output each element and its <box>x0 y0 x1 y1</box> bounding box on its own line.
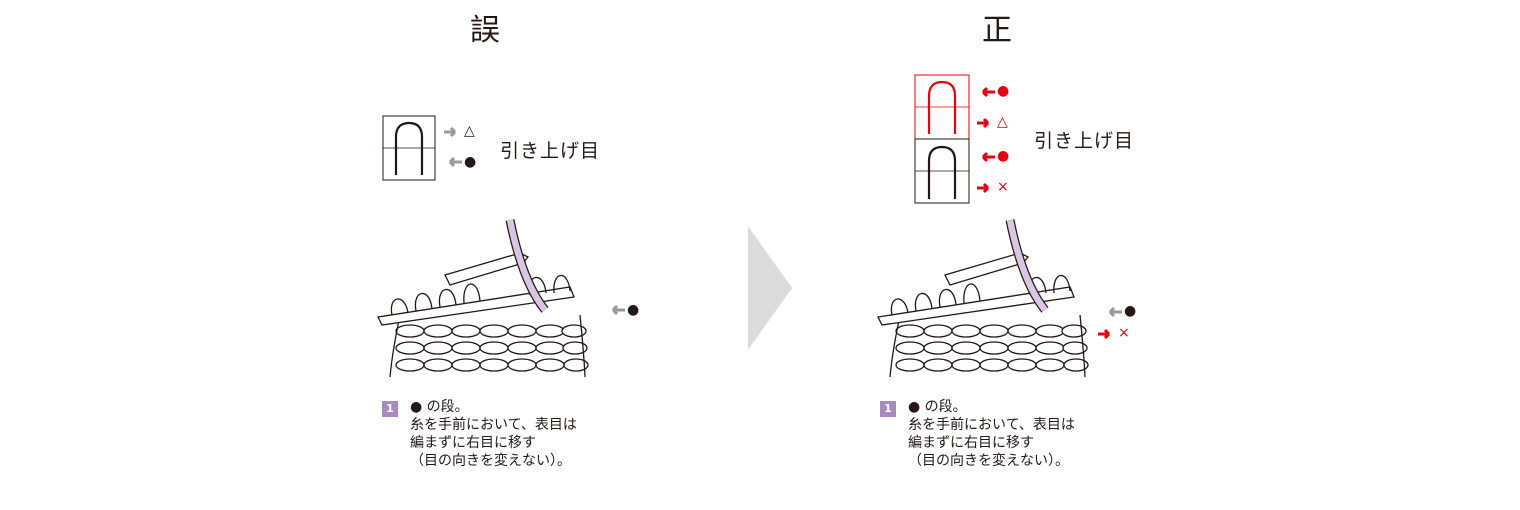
correct-marker-cross: × <box>997 179 1009 195</box>
arrow-icon <box>981 151 995 163</box>
correct-symbol-chart <box>914 74 970 204</box>
correct-step-number: 1 <box>880 401 896 417</box>
caption-line: （目の向きを変えない）。 <box>908 453 1069 469</box>
wrong-caption: ● の段。 糸を手前において、表目は 編まずに右目に移す （目の向きを変えない）… <box>410 398 577 470</box>
arrow-icon <box>448 156 462 168</box>
arrow-icon <box>611 304 625 316</box>
correct-knitting-illustration <box>877 219 1089 378</box>
correct-illustration-marker-cross: × <box>1118 325 1130 341</box>
caption-line: 糸を手前において、表目は <box>410 417 577 433</box>
wrong-symbol-chart <box>382 115 436 181</box>
chevron-right-icon <box>748 226 792 350</box>
wrong-heading: 誤 <box>470 13 500 48</box>
wrong-marker-triangle: △ <box>464 123 475 139</box>
correct-caption: ● の段。 糸を手前において、表目は 編まずに右目に移す （目の向きを変えない）… <box>908 398 1075 470</box>
wrong-marker-dot: ● <box>464 154 477 170</box>
caption-line: （目の向きを変えない）。 <box>410 453 571 469</box>
caption-line: 編まずに右目に移す <box>410 435 536 451</box>
wrong-symbol-label: 引き上げ目 <box>500 140 601 162</box>
correct-illustration-marker-dot: ● <box>1124 303 1137 319</box>
correct-symbol-label: 引き上げ目 <box>1034 130 1135 152</box>
pull-up-stitch-symbol <box>394 121 424 175</box>
wrong-illustration-marker-dot: ● <box>627 302 640 318</box>
pull-up-stitch-symbol <box>927 145 957 199</box>
correct-marker-dot-2: ● <box>997 148 1010 164</box>
wrong-knitting-illustration <box>377 219 589 378</box>
caption-line: ● の段。 <box>410 399 469 415</box>
arrow-icon <box>1108 306 1122 318</box>
arrow-icon <box>981 86 995 98</box>
correct-marker-dot-1: ● <box>997 83 1010 99</box>
caption-line: 編まずに右目に移す <box>908 435 1034 451</box>
pull-up-stitch-symbol-red <box>927 80 957 134</box>
wrong-step-number: 1 <box>382 401 398 417</box>
arrow-icon <box>977 117 990 129</box>
caption-line: 糸を手前において、表目は <box>908 417 1075 433</box>
arrow-icon <box>1098 328 1111 340</box>
correct-marker-triangle: △ <box>997 114 1008 130</box>
correct-heading: 正 <box>982 13 1012 48</box>
caption-line: ● の段。 <box>908 399 967 415</box>
arrow-icon <box>444 126 457 138</box>
arrow-icon <box>977 182 990 194</box>
